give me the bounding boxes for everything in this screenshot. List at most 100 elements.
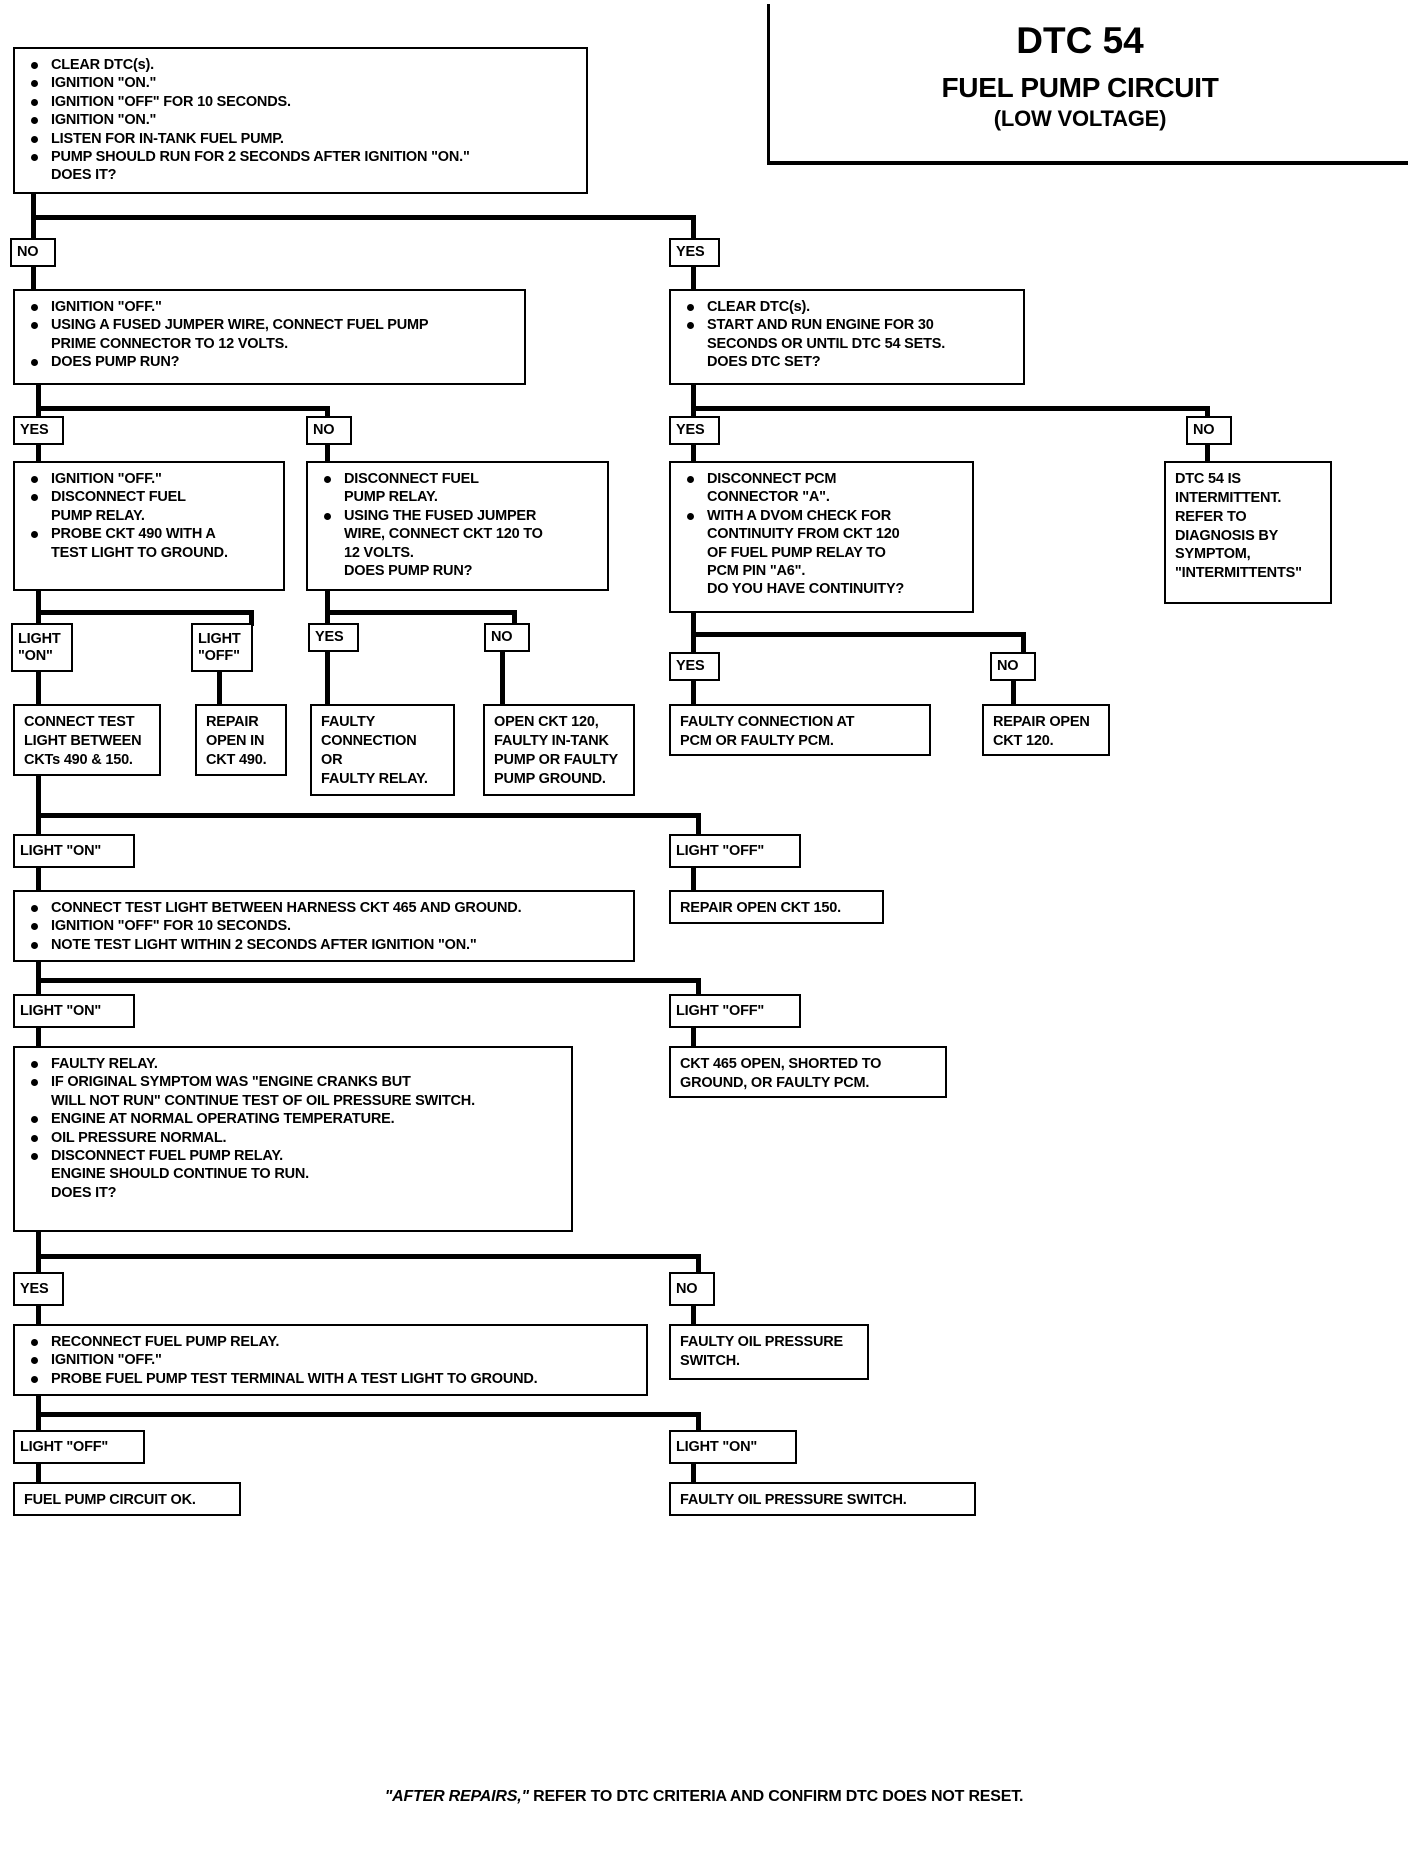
step-box-run-engine: CLEAR DTC(s). START AND RUN ENGINE FOR 3… (669, 289, 1025, 385)
branch-label-no: NO (990, 652, 1036, 681)
connector (325, 610, 330, 626)
branch-label-light-on: LIGHT "ON" (11, 623, 73, 672)
connector (512, 610, 517, 626)
branch-label-no: NO (1186, 416, 1232, 445)
bullet: IGNITION "OFF." (23, 1351, 640, 1369)
connector (217, 670, 222, 706)
bullet: USING THE FUSED JUMPER WIRE, CONNECT CKT… (316, 507, 601, 581)
connector (36, 1304, 41, 1326)
step-box-reconnect-probe-test-terminal: RECONNECT FUEL PUMP RELAY. IGNITION "OFF… (13, 1324, 648, 1396)
connector (691, 444, 696, 464)
branch-label-light-on: LIGHT "ON" (669, 1430, 797, 1464)
chip-text: YES (676, 658, 705, 675)
result-text: REPAIR OPEN CKT 150. (680, 900, 841, 916)
step-box-ckt465-test: CONNECT TEST LIGHT BETWEEN HARNESS CKT 4… (13, 890, 635, 962)
bullet: DISCONNECT FUEL PUMP RELAY. (23, 488, 277, 525)
connector (325, 650, 330, 706)
bullet: IGNITION "OFF." (23, 470, 277, 488)
bullet: IGNITION "OFF" FOR 10 SECONDS. (23, 93, 580, 111)
page-subtitle-circuit: FUEL PUMP CIRCUIT (941, 72, 1219, 103)
branch-label-yes: YES (13, 416, 64, 445)
chip-text: NO (17, 244, 39, 261)
bullet: IGNITION "OFF" FOR 10 SECONDS. (23, 917, 627, 935)
branch-label-light-off: LIGHT "OFF" (669, 994, 801, 1028)
connector (691, 406, 1210, 411)
result-box-faulty-pcm: FAULTY CONNECTION AT PCM OR FAULTY PCM. (669, 704, 931, 756)
step-box-probe-ckt490: IGNITION "OFF." DISCONNECT FUEL PUMP REL… (13, 461, 285, 591)
result-text: FAULTY CONNECTION OR FAULTY RELAY. (321, 714, 428, 787)
result-box-open-ckt120: OPEN CKT 120, FAULTY IN-TANK PUMP OR FAU… (483, 704, 635, 796)
connector (691, 265, 696, 291)
chip-text: LIGHT "ON" (20, 1002, 102, 1019)
bullet: USING A FUSED JUMPER WIRE, CONNECT FUEL … (23, 316, 518, 353)
result-box-repair-open-ckt490: REPAIR OPEN IN CKT 490. (195, 704, 287, 776)
bullet: IF ORIGINAL SYMPTOM WAS "ENGINE CRANKS B… (23, 1073, 565, 1110)
bullet: IGNITION "OFF." (23, 298, 518, 316)
connector (31, 265, 36, 291)
connector (36, 813, 701, 818)
chip-text: LIGHT "ON" (20, 842, 102, 859)
connector (36, 813, 41, 835)
branch-label-no: NO (10, 238, 56, 267)
bullet: PROBE FUEL PUMP TEST TERMINAL WITH A TES… (23, 1370, 640, 1388)
connector (36, 978, 701, 983)
connector (36, 962, 41, 986)
connector (36, 670, 41, 706)
result-box-faulty-connection-relay: FAULTY CONNECTION OR FAULTY RELAY. (310, 704, 455, 796)
footer-note: "AFTER REPAIRS," REFER TO DTC CRITERIA A… (0, 1788, 1408, 1806)
connector (1205, 444, 1210, 464)
bullet: CLEAR DTC(s). (23, 56, 580, 74)
connector (36, 776, 41, 818)
step-box-initial-check: CLEAR DTC(s). IGNITION "ON." IGNITION "O… (13, 47, 588, 194)
connector (249, 610, 254, 626)
chip-text: LIGHT "OFF" (20, 1438, 109, 1455)
chip-text: LIGHT "OFF" (676, 842, 765, 859)
connector (325, 610, 517, 615)
step-box-jumper-ckt120: DISCONNECT FUEL PUMP RELAY. USING THE FU… (306, 461, 609, 591)
result-text: REPAIR OPEN IN CKT 490. (206, 714, 267, 768)
connector (36, 866, 41, 892)
bullet: IGNITION "ON." (23, 74, 580, 92)
result-text: OPEN CKT 120, FAULTY IN-TANK PUMP OR FAU… (494, 714, 618, 787)
footer-emphasis: "AFTER REPAIRS," (384, 1788, 529, 1805)
bullet: FAULTY RELAY. (23, 1055, 565, 1073)
footer-rest: REFER TO DTC CRITERIA AND CONFIRM DTC DO… (528, 1788, 1024, 1805)
result-text: CONNECT TEST LIGHT BETWEEN CKTs 490 & 15… (24, 714, 142, 768)
chip-text: YES (676, 422, 705, 439)
step-box-dvom-continuity: DISCONNECT PCM CONNECTOR "A". WITH A DVO… (669, 461, 974, 613)
branch-label-no: NO (669, 1272, 715, 1306)
connector (696, 1254, 701, 1276)
chip-text: YES (20, 1280, 49, 1297)
connector (31, 194, 36, 220)
branch-label-no: NO (484, 623, 530, 652)
result-box-repair-open-ckt120: REPAIR OPEN CKT 120. (982, 704, 1110, 756)
chip-text: YES (315, 629, 344, 646)
connector (36, 591, 41, 615)
connector (36, 1254, 701, 1259)
chip-text: LIGHT "ON" (676, 1438, 758, 1455)
connector (31, 215, 696, 220)
result-text: DTC 54 IS INTERMITTENT. REFER TO DIAGNOS… (1175, 471, 1302, 582)
connector (691, 1026, 696, 1048)
branch-label-light-off: LIGHT "OFF" (13, 1430, 145, 1464)
branch-label-yes: YES (13, 1272, 64, 1306)
connector (36, 385, 41, 411)
connector (691, 385, 696, 411)
bullet: CLEAR DTC(s). (679, 298, 1017, 316)
connector (691, 866, 696, 892)
chip-text: NO (1193, 422, 1215, 439)
connector (36, 1232, 41, 1260)
bullet: NOTE TEST LIGHT WITHIN 2 SECONDS AFTER I… (23, 936, 627, 954)
bullet: DISCONNECT PCM CONNECTOR "A". (679, 470, 966, 507)
connector (36, 1396, 41, 1420)
title-vertical-divider (767, 4, 770, 162)
result-box-faulty-oil-pressure-switch: FAULTY OIL PRESSURE SWITCH. (669, 1324, 869, 1380)
chip-text: NO (313, 422, 335, 439)
result-text: FAULTY OIL PRESSURE SWITCH. (680, 1334, 843, 1369)
chip-text: NO (491, 629, 513, 646)
connector (691, 632, 696, 652)
connector (36, 1254, 41, 1276)
result-box-repair-open-ckt150: REPAIR OPEN CKT 150. (669, 890, 884, 924)
branch-label-light-on: LIGHT "ON" (13, 994, 135, 1028)
